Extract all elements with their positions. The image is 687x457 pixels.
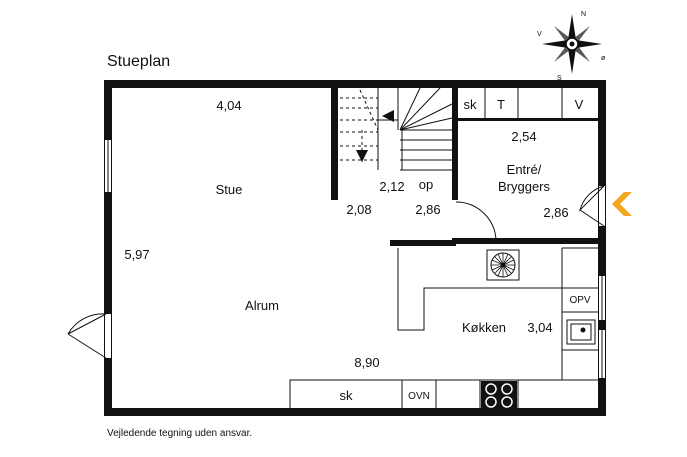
dimension-stue-depth: 5,97: [124, 247, 150, 262]
room-label-alrum: Alrum: [245, 298, 279, 313]
plan-title: Stueplan: [107, 53, 171, 70]
outer-walls: [104, 80, 606, 416]
extractor-fan-icon: [486, 249, 520, 281]
stove-icon: [481, 381, 517, 409]
fixture-sk-entre-label: sk: [463, 97, 477, 112]
fixture-v-label: V: [574, 97, 584, 112]
compass-east-label: ø: [601, 55, 606, 62]
dimension-alrum-width: 8,90: [354, 355, 380, 370]
room-label-bryggers: Bryggers: [497, 179, 551, 194]
door-swings: [67, 185, 605, 359]
dimension-entre-width: 2,54: [511, 129, 537, 144]
fixture-sk-kitchen-label: sk: [339, 388, 353, 403]
stair-arrow-icon: [356, 150, 368, 162]
room-label-stue: Stue: [215, 182, 243, 197]
fixture-ovn-label: OVN: [408, 391, 430, 402]
dimension-kokken-depth: 3,04: [527, 320, 553, 335]
dimension-stair-b: 2,08: [346, 202, 372, 217]
kitchen-counters: [289, 247, 601, 411]
dimension-entre-depth: 2,86: [543, 205, 569, 220]
compass-south-label: S: [557, 75, 562, 82]
compass-west-label: V: [537, 31, 542, 38]
compass-rose-icon: [542, 14, 602, 74]
room-label-kokken: Køkken: [461, 320, 507, 335]
sink-icon: [566, 319, 596, 345]
stair-arrow-icon: [382, 110, 394, 122]
compass-north-label: N: [581, 11, 587, 18]
fixture-op-label: op: [418, 177, 434, 192]
dimension-hall-width: 2,86: [415, 202, 441, 217]
wall-openings: [105, 140, 605, 378]
staircase: [340, 87, 453, 171]
entrance-arrow-icon: [612, 192, 632, 216]
room-label-entre: Entré/: [506, 162, 542, 177]
disclaimer-note: Vejledende tegning uden ansvar.: [107, 428, 253, 439]
dimension-stue-width: 4,04: [216, 98, 242, 113]
interior-walls: [331, 80, 602, 246]
entre-cabinets: [484, 88, 563, 120]
dimension-stair-a: 2,12: [379, 179, 405, 194]
fixture-t-label: T: [497, 97, 505, 112]
fixture-opv-label: OPV: [569, 295, 591, 306]
